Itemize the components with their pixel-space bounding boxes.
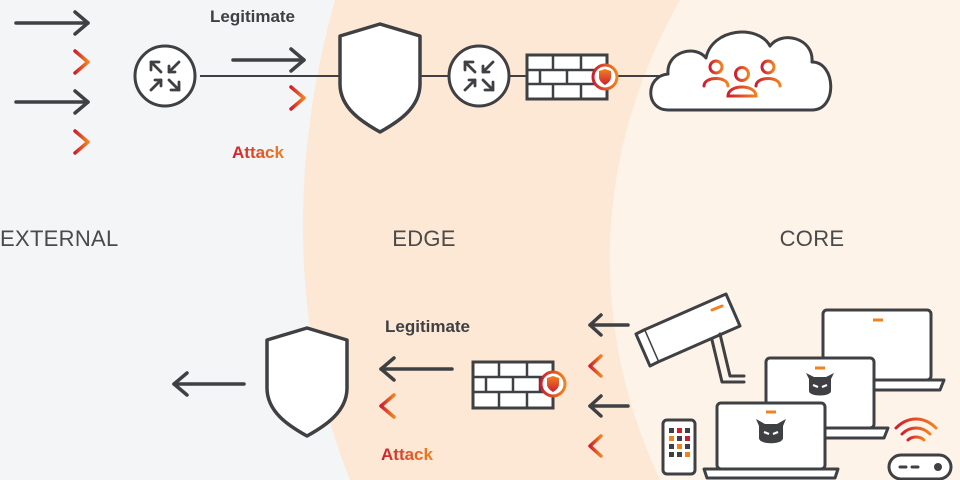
- attack-arrow-icon: [588, 434, 630, 458]
- malware-devil-icon: [806, 373, 834, 396]
- legit-arrow-icon: [14, 89, 90, 115]
- attack-arrow-icon: [14, 129, 90, 155]
- legit-arrow-icon: [588, 394, 630, 418]
- core-zone-label: CORE: [780, 226, 845, 251]
- users-icon: [702, 59, 782, 98]
- top-attack-label: Attack: [232, 143, 285, 162]
- incoming-traffic-arrows: [14, 10, 90, 155]
- edge-zone-label: EDGE: [392, 226, 456, 251]
- router-icon: [133, 44, 197, 108]
- legit-arrow-icon: [231, 47, 306, 73]
- legit-arrow-icon: [14, 10, 90, 36]
- attack-arrow-icon: [231, 85, 306, 111]
- firewall-icon: [471, 360, 567, 410]
- legit-arrow-icon: [379, 356, 454, 382]
- shield-icon: [265, 326, 349, 438]
- external-zone-label: EXTERNAL: [0, 226, 119, 251]
- wifi-router-icon: [887, 417, 953, 480]
- top-legitimate-label: Legitimate: [210, 7, 295, 26]
- outgoing-arrow-icon: [172, 371, 246, 397]
- bottom-attack-label: Attack: [381, 445, 434, 464]
- bottom-legitimate-label: Legitimate: [385, 317, 470, 336]
- cloud-icon: [649, 30, 833, 112]
- infected-laptop-icon: [702, 401, 840, 480]
- shield-icon: [338, 22, 422, 134]
- router-icon: [447, 44, 511, 108]
- legit-arrow-icon: [588, 313, 630, 337]
- attack-arrow-icon: [379, 393, 454, 419]
- smartphone-icon: [661, 418, 697, 476]
- attack-arrow-icon: [14, 49, 90, 75]
- firewall-icon: [525, 53, 619, 101]
- malware-devil-icon: [756, 419, 786, 444]
- security-camera-icon: [634, 292, 746, 384]
- attack-arrow-icon: [588, 354, 630, 378]
